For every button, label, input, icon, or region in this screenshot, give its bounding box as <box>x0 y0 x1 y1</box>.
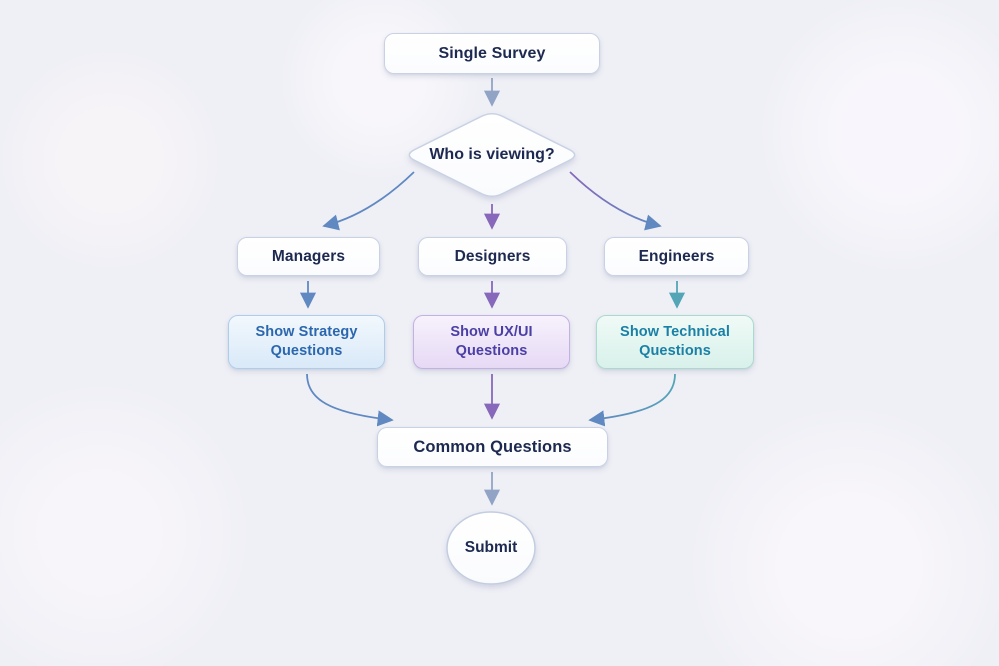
node-submit-label: Submit <box>464 539 518 556</box>
node-managers: Managers <box>237 237 380 276</box>
submit-ellipse-shape <box>446 511 536 585</box>
node-show-strategy-questions: Show Strategy Questions <box>228 315 385 369</box>
node-single-survey-label: Single Survey <box>438 44 546 62</box>
node-who-is-viewing-label: Who is viewing? <box>429 146 555 163</box>
node-designers: Designers <box>418 237 567 276</box>
node-show-uxui-questions: Show UX/UI Questions <box>413 315 570 369</box>
edge-technical-common <box>588 373 676 427</box>
node-common-questions-label: Common Questions <box>413 437 572 456</box>
node-submit: Submit <box>448 531 534 565</box>
node-designers-label: Designers <box>454 247 531 265</box>
node-single-survey: Single Survey <box>384 33 600 74</box>
edge-decision-engineers <box>569 171 662 231</box>
node-engineers-label: Engineers <box>638 247 715 265</box>
node-show-technical-questions: Show Technical Questions <box>596 315 754 369</box>
node-managers-label: Managers <box>271 247 346 265</box>
node-engineers: Engineers <box>604 237 749 276</box>
node-who-is-viewing: Who is viewing? <box>404 139 580 171</box>
node-show-strategy-questions-label: Show Strategy Questions <box>255 324 358 359</box>
decision-diamond-shape <box>408 112 576 198</box>
edge-decision-managers <box>322 171 415 231</box>
node-common-questions: Common Questions <box>377 427 608 467</box>
node-show-technical-questions-label: Show Technical Questions <box>620 324 730 359</box>
edge-strategy-common <box>306 373 394 427</box>
node-show-uxui-questions-label: Show UX/UI Questions <box>450 324 533 359</box>
